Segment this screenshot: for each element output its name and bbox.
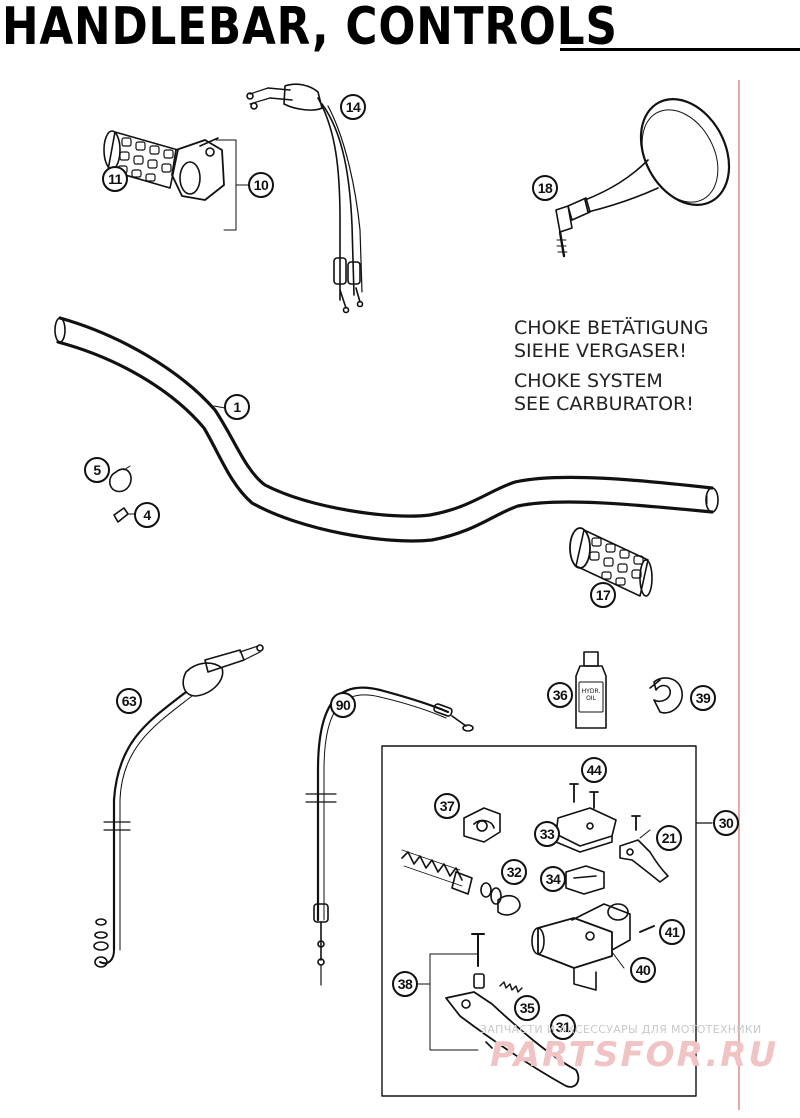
callout-36: 36: [547, 682, 573, 708]
title-underline: [560, 48, 800, 51]
callout-10: 10: [248, 172, 274, 198]
hydraulic-oil-bottle: [575, 651, 607, 729]
callout-40: 40: [630, 957, 656, 983]
callout-31: 31: [550, 1014, 576, 1040]
callout-41: 41: [659, 919, 685, 945]
callout-90: 90: [330, 692, 356, 718]
choke-note-de-line2: SIEHE VERGASER!: [514, 340, 687, 362]
choke-note-de-line1: CHOKE BETÄTIGUNG: [514, 317, 709, 339]
master-cylinder: [531, 903, 631, 991]
callout-5: 5: [84, 457, 110, 483]
pin: [113, 507, 129, 523]
cable-63: [93, 644, 264, 968]
throttle-housing: [171, 137, 249, 231]
clamp-39: [649, 677, 683, 714]
callout-39: 39: [690, 685, 716, 711]
handlebar: [54, 316, 719, 543]
callout-30: 30: [713, 810, 739, 836]
gasket-34: [565, 865, 605, 895]
callout-32: 32: [501, 859, 527, 885]
lever-21: [619, 815, 669, 883]
cover-screws: [569, 783, 599, 809]
watermark-logo: PARTSFOR.RU: [490, 1035, 779, 1075]
callout-34: 34: [540, 866, 566, 892]
callout-18: 18: [532, 175, 558, 201]
left-grip: [569, 527, 653, 597]
spring-35: [499, 981, 523, 993]
throttle-grip: [103, 130, 179, 189]
throttle-cables: [246, 83, 364, 314]
screw-41: [639, 925, 655, 933]
callout-11: 11: [102, 166, 128, 192]
spring-clip: [109, 468, 132, 493]
bottle-label: HYDR. OIL: [581, 688, 601, 702]
brake-assembly-frame: [381, 745, 713, 1097]
pivot-bolt: [429, 933, 485, 1051]
choke-note-en-line1: CHOKE SYSTEM: [514, 370, 663, 392]
callout-63: 63: [116, 688, 142, 714]
clamp-half-37: [463, 807, 501, 843]
clutch-cable-90: [305, 686, 474, 986]
callout-1: 1: [224, 394, 250, 420]
callout-38: 38: [392, 971, 418, 997]
brake-lever: [445, 991, 580, 1088]
callout-21: 21: [656, 825, 682, 851]
reservoir-cover: [555, 807, 617, 853]
watermark-tagline: ЗАПЧАСТИ И АКСЕССУАРЫ ДЛЯ МОТОТЕХНИКИ: [480, 1023, 762, 1036]
callout-33: 33: [534, 821, 560, 847]
choke-note-en-line2: SEE CARBURATOR!: [514, 393, 694, 415]
piston-spring: [401, 849, 521, 916]
mirror: [555, 98, 731, 258]
callout-37: 37: [434, 793, 460, 819]
callout-14: 14: [340, 94, 366, 120]
callout-4: 4: [134, 502, 160, 528]
margin-rule: [738, 80, 740, 1110]
page-title: HANDLEBAR, CONTROLS: [2, 0, 618, 57]
callout-35: 35: [514, 995, 540, 1021]
callout-44: 44: [581, 757, 607, 783]
callout-17: 17: [590, 582, 616, 608]
